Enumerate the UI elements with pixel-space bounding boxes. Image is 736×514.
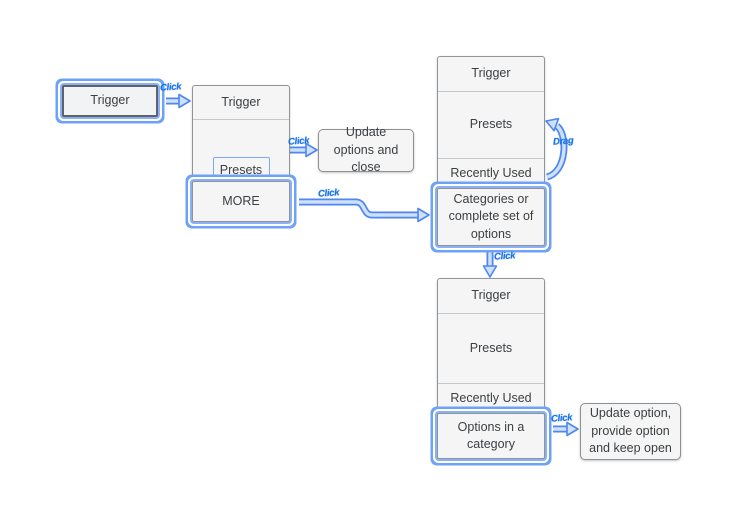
category-menu-recently-used: Recently Used (438, 384, 544, 414)
outcome-update-close-label: Update options and close (333, 125, 399, 175)
arrow-open-menu (166, 93, 191, 109)
arrow-recent-promote (545, 117, 568, 181)
standalone-trigger-button: Trigger (62, 85, 158, 117)
standalone-trigger-label: Trigger (90, 93, 130, 108)
category-menu-options-label: Options in a category (457, 419, 525, 452)
category-menu-trigger-label: Trigger (471, 288, 511, 303)
expanded-menu-categories-label: Categories or complete set of options (448, 191, 534, 241)
compact-menu: Trigger Presets MORE (192, 85, 290, 222)
expanded-menu-trigger-label: Trigger (471, 66, 511, 81)
category-menu-options-section: Options in a category (437, 413, 545, 459)
arrow-option-select (553, 421, 579, 437)
compact-menu-presets-label: Presets (219, 162, 263, 177)
expanded-menu-presets: Presets (438, 92, 544, 159)
category-menu-presets: Presets (438, 314, 544, 384)
outcome-update-keep-open-label: Update option, provide option and keep o… (589, 406, 672, 456)
arrow-category-open (482, 252, 498, 278)
expanded-menu-trigger: Trigger (438, 57, 544, 92)
arrow-label-category: Click (493, 250, 516, 263)
category-menu-recently-used-label: Recently Used (450, 391, 532, 406)
arrow-label-more: Click (317, 187, 340, 200)
compact-menu-trigger-label: Trigger (221, 94, 261, 109)
outcome-update-close: Update options and close (318, 125, 414, 174)
category-menu-presets-label: Presets (469, 340, 513, 355)
arrow-label-open: Click (159, 81, 182, 94)
expanded-menu-presets-label: Presets (469, 117, 513, 132)
compact-menu-more-button: MORE (192, 181, 290, 222)
arrow-label-recent: Drag (552, 135, 574, 148)
expanded-menu-recently-used: Recently Used (438, 159, 544, 189)
expanded-menu: Trigger Presets Recently Used Categories… (437, 56, 545, 246)
compact-menu-trigger: Trigger (193, 86, 289, 120)
category-menu-trigger: Trigger (438, 279, 544, 314)
arrow-label-preset: Click (287, 135, 310, 148)
outcome-update-keep-open: Update option, provide option and keep o… (580, 403, 681, 460)
arrow-more-expand (299, 198, 430, 223)
expanded-menu-recently-used-label: Recently Used (450, 166, 532, 181)
arrow-label-option: Click (550, 412, 573, 425)
category-menu: Trigger Presets Recently Used Options in… (437, 278, 545, 459)
compact-menu-more-label: MORE (222, 193, 260, 208)
compact-menu-presets-button: Presets (212, 157, 270, 184)
expanded-menu-categories-section: Categories or complete set of options (437, 188, 545, 246)
